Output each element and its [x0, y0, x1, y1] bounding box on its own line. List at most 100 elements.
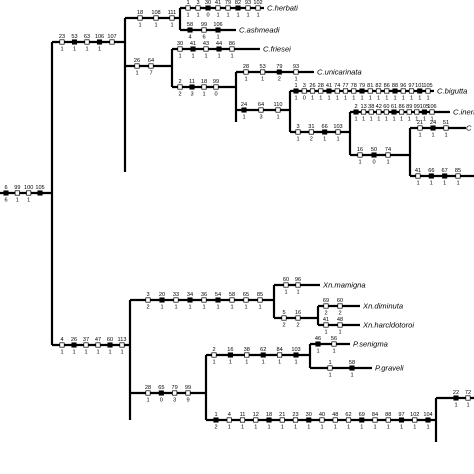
character-state-marker: [306, 417, 312, 423]
character-state-marker: [71, 342, 77, 348]
character-state: 1: [362, 116, 365, 122]
character-number: 4: [60, 337, 63, 343]
character-state-marker: [315, 341, 321, 347]
character-state: 1: [267, 424, 270, 430]
character-state-marker: [195, 5, 201, 11]
character-number: 82: [235, 0, 241, 6]
character-state-marker: [334, 88, 340, 94]
character-number: 104: [423, 412, 432, 418]
character-state: 1: [454, 402, 457, 408]
character-number: 16: [295, 310, 301, 316]
character-number: 58: [349, 360, 355, 366]
character-state: 1: [276, 114, 279, 120]
character-number: 113: [118, 337, 127, 343]
character-state-marker: [277, 352, 283, 358]
character-state: 1: [408, 116, 411, 122]
character-number: 64: [148, 58, 154, 64]
character-number: 46: [315, 336, 321, 342]
character-state: 1: [296, 136, 299, 142]
character-state-marker: [26, 190, 32, 196]
character-state: 1: [334, 424, 337, 430]
character-state-marker: [385, 417, 391, 423]
character-number: 74: [334, 83, 340, 89]
character-number: 36: [201, 292, 207, 298]
character-number: 99: [14, 185, 20, 191]
character-state: 1: [294, 359, 297, 365]
character-state-marker: [332, 417, 338, 423]
character-state-marker: [319, 417, 325, 423]
character-state-marker: [392, 88, 398, 94]
character-number: 66: [322, 124, 328, 130]
character-state-marker: [383, 109, 389, 115]
character-number: 41: [190, 41, 196, 47]
character-number: 41: [323, 317, 329, 323]
character-state: 6: [202, 34, 205, 40]
character-state-marker: [229, 297, 235, 303]
character-state-marker: [371, 152, 377, 158]
character-number: 41: [215, 0, 221, 6]
character-state: 3: [259, 114, 262, 120]
character-number: 60: [283, 277, 289, 283]
character-state-marker: [399, 109, 405, 115]
character-state: 1: [278, 359, 281, 365]
character-number: 58: [229, 292, 235, 298]
character-state: 1: [72, 349, 75, 355]
character-state-marker: [216, 46, 222, 52]
character-state-marker: [177, 46, 183, 52]
character-number: 85: [257, 292, 263, 298]
character-number: 62: [260, 347, 266, 353]
character-number: 93: [245, 0, 251, 6]
character-state: 1: [294, 76, 297, 82]
character-number: 105: [423, 83, 432, 89]
character-number: 47: [95, 337, 101, 343]
character-state-marker: [244, 352, 250, 358]
character-state-marker: [211, 352, 217, 358]
character-number: 1: [186, 0, 189, 6]
character-state-marker: [337, 303, 343, 309]
character-state-marker: [225, 5, 231, 11]
character-state: 1: [160, 304, 163, 310]
character-state: 1: [84, 349, 87, 355]
character-state-marker: [215, 5, 221, 11]
character-state-marker: [83, 342, 89, 348]
character-number: 96: [295, 277, 301, 283]
character-state: 1: [230, 53, 233, 59]
character-state: 1: [204, 53, 207, 59]
character-state: 1: [415, 116, 418, 122]
character-state: 1: [344, 95, 347, 101]
character-number: 42: [376, 104, 382, 110]
character-state: 1: [284, 289, 287, 295]
taxon-xn-diminuta: Xn.diminuta: [362, 302, 403, 311]
character-state: 1: [154, 22, 157, 28]
character-state: 1: [324, 329, 327, 335]
character-number: 1: [328, 360, 331, 366]
character-state-marker: [276, 69, 282, 75]
character-state-marker: [453, 395, 459, 401]
character-state-marker: [158, 390, 164, 396]
character-number: 51: [443, 120, 449, 126]
character-state: 1: [373, 424, 376, 430]
character-state-marker: [190, 46, 196, 52]
character-number: 86: [384, 83, 390, 89]
character-number: 56: [331, 336, 337, 342]
character-state: 1: [244, 76, 247, 82]
character-state-marker: [185, 5, 191, 11]
character-state-marker: [349, 365, 355, 371]
character-state: 1: [202, 304, 205, 310]
character-number: 41: [326, 83, 332, 89]
character-state-marker: [187, 27, 193, 33]
character-number: 4: [228, 412, 231, 418]
character-state-marker: [107, 342, 113, 348]
character-state-marker: [241, 107, 247, 113]
character-state-marker: [281, 315, 287, 321]
character-state-marker: [14, 190, 20, 196]
character-number: 60: [383, 104, 389, 110]
character-state: 1: [443, 180, 446, 186]
character-state-marker: [257, 297, 263, 303]
character-state-marker: [428, 173, 434, 179]
character-state-marker: [322, 129, 328, 135]
character-state-marker: [255, 5, 261, 11]
character-state: 1: [387, 424, 390, 430]
character-number: 20: [159, 292, 165, 298]
character-state-marker: [145, 297, 151, 303]
